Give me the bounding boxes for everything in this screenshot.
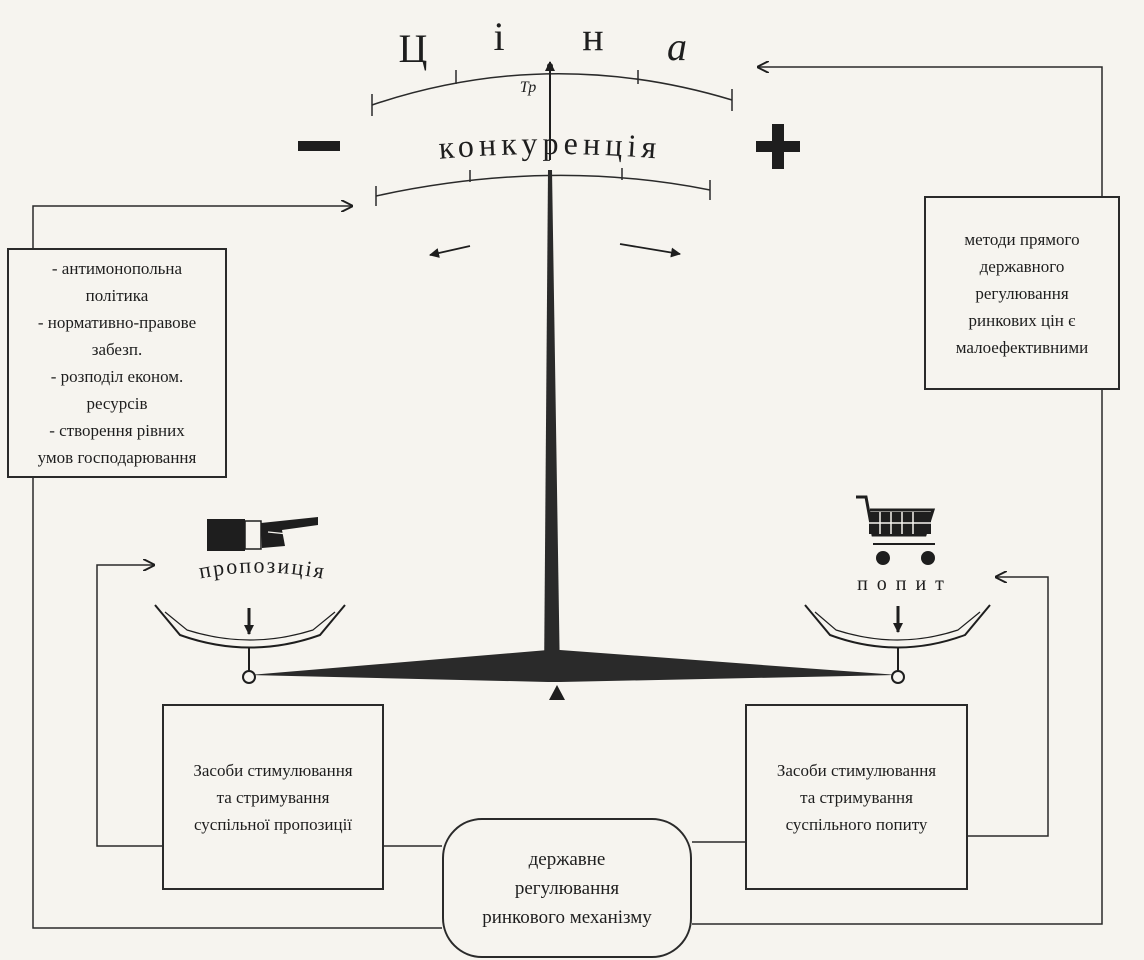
price-letter: а <box>667 24 687 69</box>
box-line: - нормативно-правове <box>37 313 197 332</box>
box-line: методи прямого <box>964 229 1080 249</box>
minus-sign-icon <box>298 141 340 151</box>
supply-label: пропозиція <box>197 552 328 583</box>
right-pan-inner <box>814 611 981 641</box>
right-box-to-bottom-line <box>692 390 1103 925</box>
box-line: малоефективними <box>955 337 1089 357</box>
box-line: забезп. <box>91 340 143 359</box>
demand-feedback-line <box>968 577 1049 837</box>
box-line: суспільного попиту <box>785 814 928 834</box>
beam-right-pivot <box>891 670 905 684</box>
box-line: та стримування <box>800 787 913 807</box>
needle-tip-dot <box>547 63 553 69</box>
box-line: та стримування <box>216 787 330 807</box>
box-line: регулювання <box>514 877 620 899</box>
demand-measures-box: Засоби стимулювання та стримування суспі… <box>745 704 968 890</box>
competition-label: конкуренція <box>437 125 662 166</box>
price-letter: Ц <box>399 26 428 71</box>
right-box-feedback-line <box>758 67 1103 196</box>
scale-beam <box>250 650 898 682</box>
box-line: ринкового механізму <box>482 906 652 928</box>
price-letter: н <box>582 14 603 59</box>
direct-price-regulation-box: методи прямого державного регулювання ри… <box>924 196 1120 390</box>
supply-label-text: пропозиція <box>197 552 326 583</box>
box-line: регулювання <box>975 283 1069 303</box>
beam-left-pivot <box>242 670 256 684</box>
left-pan-inner <box>164 611 336 641</box>
swing-right-arrow <box>619 243 681 258</box>
left-box-to-bottom-line <box>32 478 442 929</box>
demand-label: попит <box>857 573 953 595</box>
price-scale-arc <box>371 73 733 106</box>
swing-left-arrow <box>429 245 471 258</box>
price-letter: і <box>493 14 504 59</box>
equilibrium-label: Тр <box>520 79 537 96</box>
right-pan <box>804 604 991 649</box>
supply-measures-box: Засоби стимулювання та стримування суспі… <box>162 704 384 890</box>
box-line: умов господарювання <box>37 448 197 467</box>
box-line: ресурсів <box>86 394 148 413</box>
box-line: політика <box>85 286 149 305</box>
scale-needle <box>544 170 560 680</box>
box-line: - розподіл економ. <box>50 367 184 386</box>
supply-feedback-line <box>96 565 162 847</box>
left-pan <box>154 604 346 649</box>
state-regulation-box: державне регулювання ринкового механізму <box>442 818 692 958</box>
box-line: ринкових цін є <box>968 310 1076 330</box>
box-line: - створення рівних <box>49 421 185 440</box>
competition-text: конкуренція <box>437 125 657 166</box>
box-line: державне <box>528 848 606 870</box>
left-policy-feedback-line <box>32 206 352 248</box>
competition-scale-arc <box>375 174 711 197</box>
shopping-cart-icon <box>856 495 936 565</box>
pointing-hand-icon <box>207 517 318 551</box>
plus-sign-icon <box>772 124 784 169</box>
antimonopoly-policy-box: - антимонопольна політика - нормативно-п… <box>7 248 227 478</box>
box-line: Засоби стимулювання <box>193 760 353 780</box>
box-line: - антимонопольна <box>51 259 183 278</box>
box-line: суспільної пропозиції <box>193 814 353 834</box>
box-line: Засоби стимулювання <box>776 760 937 780</box>
scale-fulcrum <box>549 685 565 700</box>
box-line: державного <box>979 256 1065 276</box>
